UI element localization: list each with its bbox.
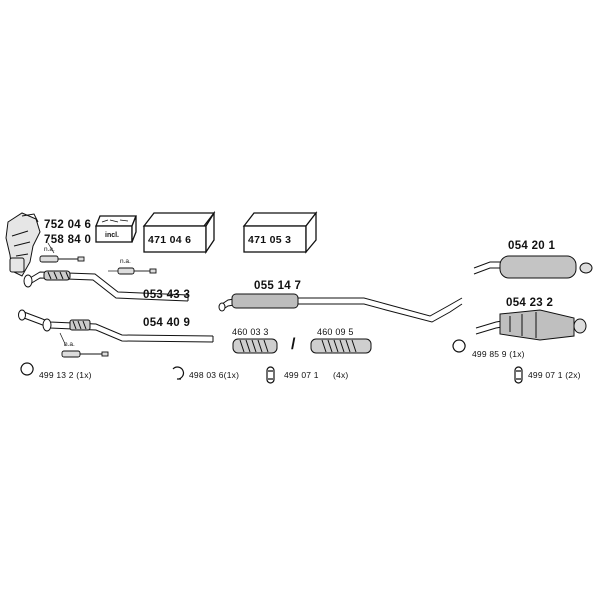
part-label-front-pipe-1: 053 43 3 [143, 289, 191, 301]
rubber-hanger-icon [266, 366, 275, 384]
rear-silencer-2-drawing [475, 309, 587, 341]
part-label-front-pipe-2: 054 40 9 [143, 317, 191, 329]
rear-silencer-1-drawing [473, 255, 593, 279]
accessory-ring-1: 499 13 2 (1x) [39, 370, 92, 380]
incl-label: incl. [105, 232, 120, 239]
sensor-drawings [39, 242, 157, 358]
rubber-hanger-icon-rear [514, 366, 523, 384]
kit-label-1: 471 04 6 [148, 234, 192, 246]
flex-separator: / [291, 336, 296, 353]
kit-box-2 [242, 211, 318, 254]
flex-pipe-drawings [232, 338, 372, 354]
part-label-flex-2: 460 09 5 [317, 327, 354, 337]
ring-icon [20, 362, 34, 376]
accessory-ring-rear: 499 85 9 (1x) [472, 349, 525, 359]
front-pipe-1-drawing [23, 270, 189, 302]
clamp-icon [172, 366, 185, 380]
manifold-drawing [5, 212, 41, 277]
front-pipe-2-drawing [18, 309, 214, 343]
accessory-clamp: 498 03 6(1x) [189, 370, 240, 380]
part-label-manifold-2: 758 84 0 [44, 234, 92, 246]
ring-icon-rear [452, 339, 466, 353]
accessory-rubber-center-qty: (4x) [333, 370, 349, 380]
na-note-3: n.a. [64, 341, 75, 348]
accessory-icons [20, 339, 523, 384]
part-label-manifold-1: 752 04 6 [44, 219, 92, 231]
na-note-2: n.a. [120, 258, 131, 265]
accessory-rubber-center: 499 07 1 [284, 370, 319, 380]
part-label-center-silencer: 055 14 7 [254, 280, 302, 292]
part-label-rear-silencer-1: 054 20 1 [508, 240, 556, 252]
part-label-flex-1: 460 03 3 [232, 327, 269, 337]
kit-label-2: 471 05 3 [248, 234, 292, 246]
na-note-1: n.a. [44, 246, 55, 253]
kit-box-1 [142, 210, 216, 255]
center-silencer-drawing [218, 293, 463, 323]
part-label-rear-silencer-2: 054 23 2 [506, 297, 554, 309]
accessory-rubber-rear: 499 07 1 (2x) [528, 370, 581, 380]
kit-box-incl [95, 215, 137, 243]
